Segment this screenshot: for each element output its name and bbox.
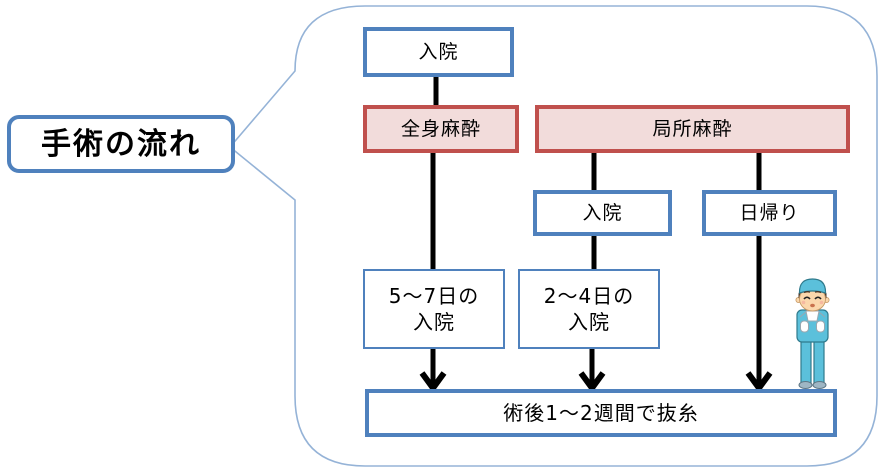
- box-day-surgery-label: 日帰り: [739, 201, 800, 224]
- arrow-head-general: [419, 371, 447, 394]
- flow-title-callout: 手術の流れ: [7, 115, 235, 173]
- box-general-stay-line2: 入院: [413, 310, 455, 334]
- box-general-stay: 5〜7日の 入院: [363, 269, 505, 349]
- box-general-anesthesia-label: 全身麻酔: [400, 117, 481, 140]
- box-local-admission: 入院: [533, 190, 672, 236]
- arrow-head-local: [578, 371, 606, 394]
- box-admission-top: 入院: [363, 27, 514, 77]
- box-local-admission-label: 入院: [582, 201, 623, 224]
- box-local-anesthesia: 局所麻酔: [535, 105, 850, 153]
- box-general-anesthesia: 全身麻酔: [363, 105, 519, 153]
- box-local-stay-line2: 入院: [568, 310, 610, 334]
- box-day-surgery: 日帰り: [702, 190, 837, 236]
- box-result-label: 術後1〜2週間で抜糸: [503, 401, 699, 425]
- box-general-stay-line1: 5〜7日の: [388, 284, 480, 308]
- box-local-anesthesia-label: 局所麻酔: [652, 117, 733, 140]
- arrow-head-day: [745, 371, 773, 394]
- box-local-stay: 2〜4日の 入院: [518, 269, 660, 349]
- box-result: 術後1〜2週間で抜糸: [365, 389, 837, 437]
- box-admission-top-label: 入院: [418, 40, 459, 63]
- surgeon-icon: [795, 278, 830, 389]
- flow-title-label: 手術の流れ: [41, 126, 201, 162]
- box-local-stay-line1: 2〜4日の: [543, 284, 635, 308]
